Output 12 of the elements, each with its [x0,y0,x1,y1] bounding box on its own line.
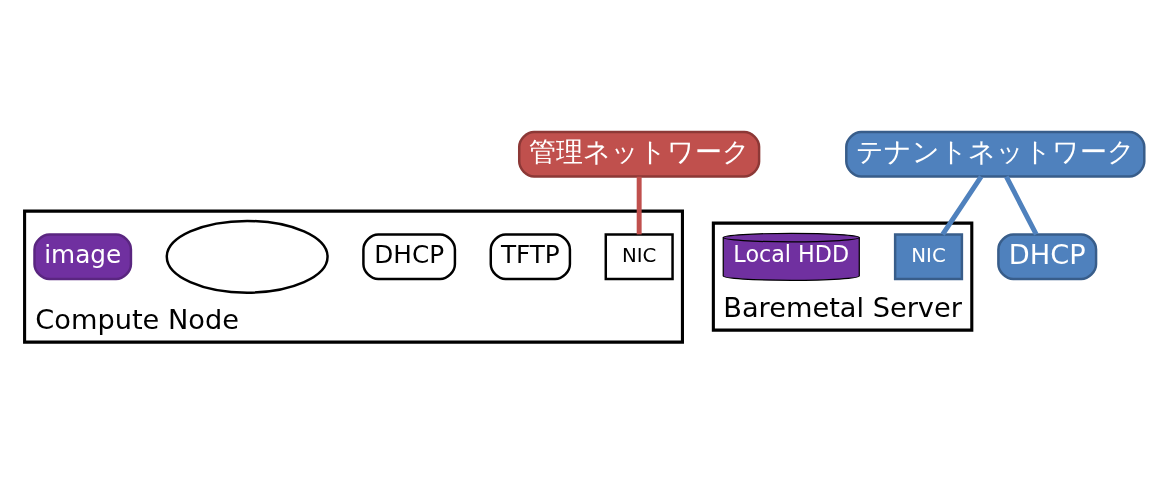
node-box: DHCP [362,233,457,281]
node-box: NIC [893,233,964,281]
connector [1004,175,1039,236]
node-box: DHCP [997,233,1098,281]
node-box: NIC [604,233,674,281]
connector [940,175,984,236]
node-box: TFTP [489,233,572,281]
node-box: テナントネットワーク [845,130,1146,178]
node-box: 管理ネットワーク [518,130,761,178]
connector [636,176,642,235]
node-box: image [33,233,133,281]
node-ellipse [165,219,329,294]
